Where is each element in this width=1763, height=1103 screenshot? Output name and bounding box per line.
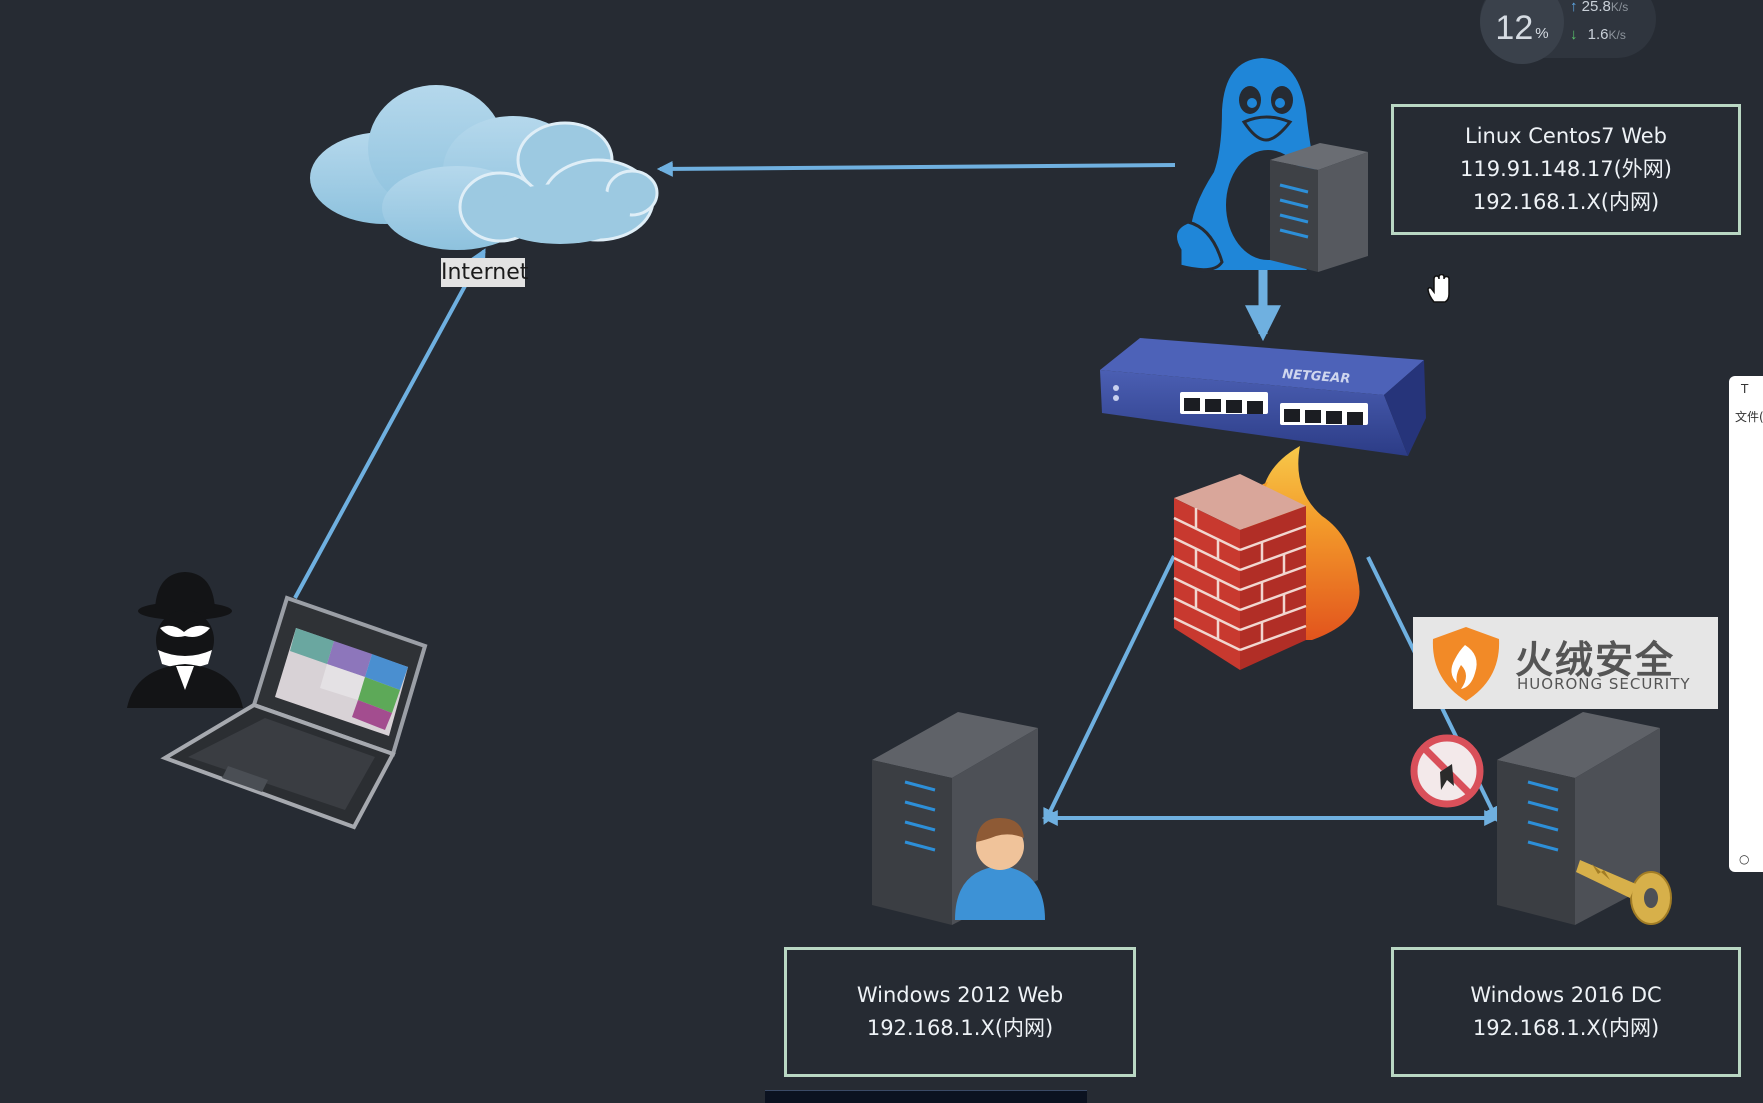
attacker-laptop-icon: [160, 595, 428, 830]
side-panel-radio[interactable]: ○: [1739, 852, 1750, 866]
huorong-shield-icon: [1432, 627, 1500, 701]
linux-web-name: Linux Centos7 Web: [1465, 124, 1667, 148]
laptop-to-internet-arrow: [293, 248, 486, 599]
internet-cloud-icon: [310, 85, 659, 250]
windows-2016-dc-server-icon: [1497, 712, 1672, 925]
side-window-fragment[interactable]: T 文件( ○: [1729, 376, 1763, 872]
huorong-watermark: 火绒安全 HUORONG SECURITY: [1413, 617, 1718, 709]
user-icon: [955, 818, 1045, 920]
win2016-dc-ip-internal: 192.168.1.X(内网): [1472, 1016, 1660, 1040]
upload-arrow-icon: ↑: [1570, 0, 1578, 15]
key-icon: [1576, 860, 1672, 925]
windows-2012-web-server-icon: [872, 712, 1045, 925]
download-speed-value: 1.6: [1587, 26, 1609, 43]
switch-brand-label: NETGEAR: [1282, 367, 1351, 387]
internet-label: Internet: [441, 258, 529, 287]
download-speed-unit: K/s: [1608, 28, 1626, 42]
hand-cursor-icon: [1427, 274, 1450, 303]
watermark-cn-text: 火绒安全: [1515, 638, 1676, 682]
linux-web-ip-internal: 192.168.1.X(内网): [1472, 190, 1660, 214]
hacker-icon: [127, 572, 243, 708]
win2012-web-name: Windows 2012 Web: [856, 983, 1064, 1007]
side-panel-menu-text[interactable]: 文件(: [1735, 410, 1763, 424]
bottom-window-fragment: [765, 1090, 1087, 1103]
win2016-dc-name: Windows 2016 DC: [1470, 983, 1662, 1007]
linux-web-ip-external: 119.91.148.17(外网): [1459, 157, 1673, 181]
side-panel-glyph: T: [1741, 382, 1749, 396]
firewall-to-win2012-arrow: [1043, 555, 1176, 825]
download-speed: ↓ 1.6K/s: [1570, 26, 1626, 43]
network-switch-icon: NETGEAR: [1100, 338, 1426, 456]
cpu-usage-value: 12: [1495, 8, 1534, 47]
win2016-dc-info-box: Windows 2016 DC 192.168.1.X(内网): [1391, 947, 1741, 1077]
linux-to-internet-arrow: [656, 160, 1176, 177]
cpu-usage-unit: %: [1535, 24, 1549, 42]
upload-speed: ↑ 25.8K/s: [1570, 0, 1628, 15]
upload-speed-unit: K/s: [1610, 0, 1629, 14]
win2012-web-ip-internal: 192.168.1.X(内网): [866, 1016, 1054, 1040]
firewall-icon: [1173, 446, 1360, 670]
watermark-en-text: HUORONG SECURITY: [1517, 675, 1691, 693]
linux-web-info-box: Linux Centos7 Web 119.91.148.17(外网) 192.…: [1391, 104, 1741, 235]
win2012-web-info-box: Windows 2012 Web 192.168.1.X(内网): [784, 947, 1136, 1077]
upload-speed-value: 25.8: [1581, 0, 1611, 15]
linux-server-icon: [1270, 143, 1368, 272]
blocked-icon: [1410, 734, 1484, 808]
download-arrow-icon: ↓: [1570, 26, 1578, 43]
